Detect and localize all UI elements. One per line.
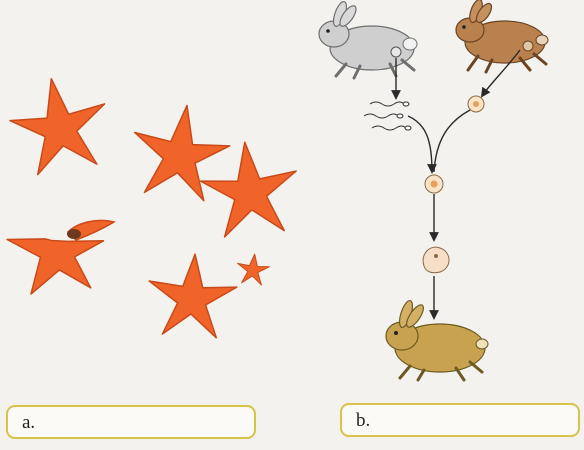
arrow-sperm-to-zygote	[408, 116, 432, 172]
starfish-small	[236, 252, 271, 285]
starfish-1	[4, 70, 115, 177]
offspring-rabbit	[386, 299, 488, 380]
label-b: b.	[356, 410, 370, 432]
label-box-a[interactable]: a.	[6, 405, 256, 439]
arrow-egg-to-zygote	[434, 110, 470, 172]
starfish-4	[145, 251, 239, 339]
panel-b-rabbit-group	[319, 0, 548, 380]
egg-cell	[468, 96, 484, 112]
grey-parent-rabbit	[319, 0, 417, 78]
zygote	[425, 175, 443, 193]
label-box-b[interactable]: b.	[340, 403, 580, 437]
embryo	[423, 247, 449, 273]
sperm-cells	[364, 102, 411, 130]
process-arrows	[396, 50, 520, 318]
brown-parent-rabbit	[456, 0, 548, 72]
regenerating-disc	[67, 229, 81, 239]
label-a: a.	[22, 412, 35, 434]
panel-a-starfish-group	[4, 70, 302, 339]
starfish-missing-arm	[7, 233, 107, 296]
